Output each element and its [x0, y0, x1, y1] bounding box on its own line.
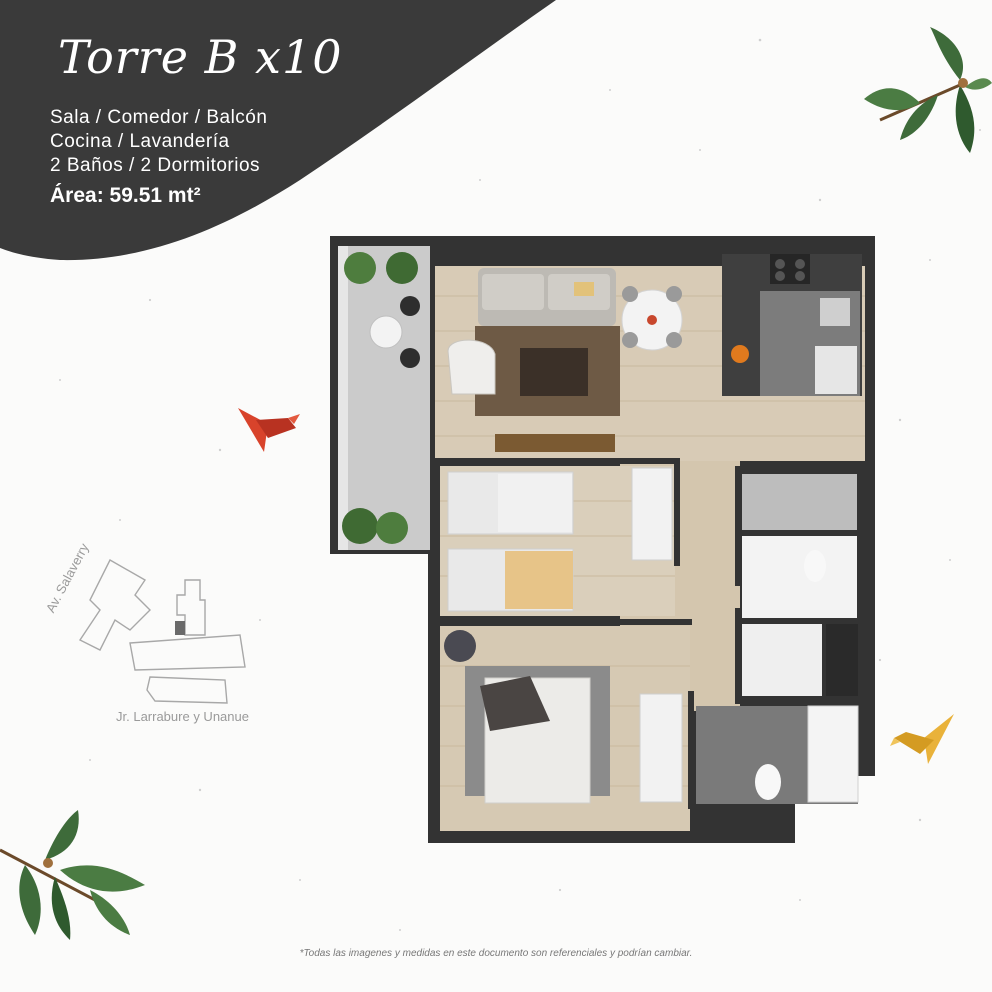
leaf-bottom-left	[0, 810, 145, 940]
feature-item: Cocina / Lavandería	[50, 131, 230, 152]
laundry	[742, 474, 857, 530]
floor-plan	[330, 236, 875, 843]
header-background	[0, 0, 556, 261]
bathroom-1	[742, 536, 857, 618]
disclaimer-text: *Todas las imagenes y medidas en este do…	[299, 948, 693, 959]
leaf-top-right	[864, 27, 992, 153]
origami-bird-yellow	[890, 714, 954, 764]
feature-item: Sala / Comedor / Balcón	[50, 107, 268, 128]
feature-item: 2 Baños / 2 Dormitorios	[50, 155, 261, 176]
balcony	[338, 246, 430, 550]
street-label: Jr. Larrabure y Unanue	[116, 709, 249, 724]
origami-bird-red	[238, 408, 300, 452]
page-title: Torre B x10	[58, 30, 343, 84]
feature-list: Sala / Comedor / Balcón Cocina / Lavande…	[50, 106, 267, 178]
area-label: Área: 59.51 mt²	[50, 184, 201, 207]
site-location-map	[78, 559, 246, 704]
